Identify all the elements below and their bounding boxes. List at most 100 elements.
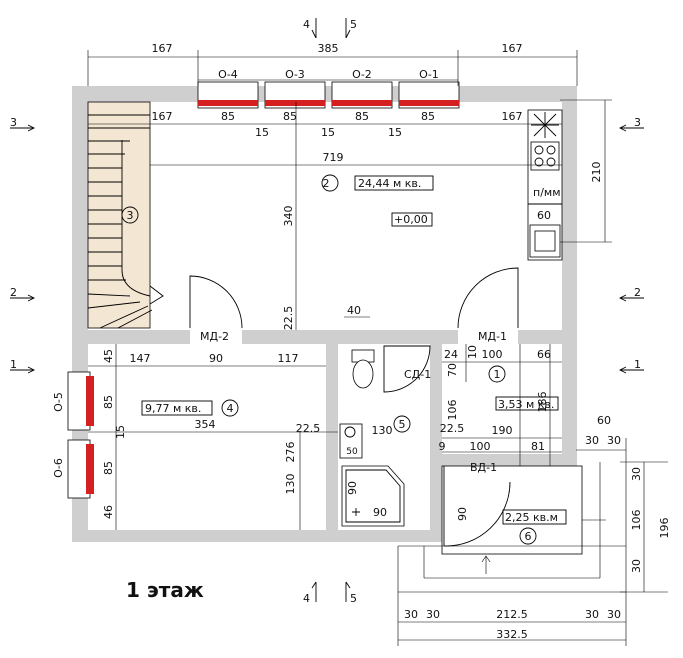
dim: 719	[323, 151, 344, 164]
section-1-right: 1	[634, 358, 641, 371]
section-3-right: 3	[634, 116, 641, 129]
room-1-area: 3,53 м кв.	[498, 398, 554, 411]
room-3-number: 3	[127, 209, 134, 222]
dim: 30	[630, 467, 643, 481]
dim: 81	[531, 440, 545, 453]
dim: 15	[388, 126, 402, 139]
porch	[397, 438, 627, 593]
labels: 1 этаж 2 24,44 м кв. +0,00 3 9,77 м кв. …	[10, 18, 641, 605]
dim: 186	[536, 392, 549, 413]
section-markers	[10, 18, 644, 602]
dim: 90	[456, 507, 469, 521]
room-markers	[121, 174, 567, 545]
window-o6: О-6	[52, 458, 65, 478]
staircase	[87, 101, 164, 329]
dim: 85	[355, 110, 369, 123]
dim: 167	[502, 110, 523, 123]
dim: 385	[318, 42, 339, 55]
dim: 130	[284, 474, 297, 495]
dim: 60	[597, 414, 611, 427]
fixtures	[339, 109, 563, 527]
dim: 90	[209, 352, 223, 365]
dim: 10	[466, 345, 479, 359]
kitchen-counter-label: п/мм	[533, 186, 561, 199]
dim: 30	[585, 608, 599, 621]
dim: 66	[537, 348, 551, 361]
walls	[72, 86, 578, 546]
dim: 100	[470, 440, 491, 453]
dim: 332.5	[496, 628, 528, 641]
dim: 90	[373, 506, 387, 519]
dim: 147	[130, 352, 151, 365]
doors	[189, 267, 519, 547]
dim: 212.5	[496, 608, 528, 621]
dim: 30	[607, 608, 621, 621]
section-2-left: 2	[10, 286, 17, 299]
door-vd1: ВД-1	[470, 461, 497, 474]
dim: 90	[346, 481, 359, 495]
dim: 70	[446, 363, 459, 377]
dim: 30	[630, 559, 643, 573]
dim: 190	[492, 424, 513, 437]
window-o5: О-5	[52, 392, 65, 412]
dim: 15	[321, 126, 335, 139]
dim: 85	[421, 110, 435, 123]
room-2-number: 2	[323, 177, 330, 190]
dimension-texts: 167 385 167 167 85 85 85 85 15 15 15 167…	[102, 42, 671, 641]
room-4-number: 4	[227, 402, 234, 415]
dim: 276	[284, 442, 297, 463]
dimension-lines	[87, 50, 668, 646]
room-6-area: 2,25 кв.м	[505, 511, 558, 524]
dim: 30	[607, 434, 621, 447]
dim: 24	[444, 348, 458, 361]
dim: 30	[585, 434, 599, 447]
windows-left	[67, 371, 94, 499]
dim: 85	[102, 395, 115, 409]
dim: 106	[446, 400, 459, 421]
window-o1: О-1	[419, 68, 439, 81]
windows-top	[197, 81, 460, 109]
dim: 22.5	[296, 422, 321, 435]
door-sd1: СД-1	[404, 368, 431, 381]
dim: 167	[152, 110, 173, 123]
dim: 106	[630, 510, 643, 531]
room-5-number: 5	[399, 418, 406, 431]
dim: 46	[102, 505, 115, 519]
dim: 50	[346, 447, 358, 457]
section-5-bottom: 5	[350, 592, 357, 605]
section-4-top: 4	[303, 18, 310, 31]
window-o4: О-4	[218, 68, 238, 81]
dim: 85	[221, 110, 235, 123]
dim: 85	[102, 461, 115, 475]
room-2-area: 24,44 м кв.	[358, 177, 421, 190]
door-md2: МД-2	[200, 330, 229, 343]
floor-title: 1 этаж	[126, 578, 204, 602]
window-o2: О-2	[352, 68, 372, 81]
dim: 130	[372, 424, 393, 437]
section-2-right: 2	[634, 286, 641, 299]
section-1-left: 1	[10, 358, 17, 371]
dim: 45	[102, 349, 115, 363]
dim: 22.5	[282, 306, 295, 331]
section-5-top: 5	[350, 18, 357, 31]
dim: 40	[347, 304, 361, 317]
dim: 167	[152, 42, 173, 55]
dim: 15	[255, 126, 269, 139]
dim: 340	[282, 206, 295, 227]
dim: 100	[482, 348, 503, 361]
dim: 85	[283, 110, 297, 123]
section-3-left: 3	[10, 116, 17, 129]
window-o3: О-3	[285, 68, 305, 81]
dim: 354	[195, 418, 216, 431]
section-4-bottom: 4	[303, 592, 310, 605]
door-md1: МД-1	[478, 330, 507, 343]
dim: 167	[502, 42, 523, 55]
dim: 117	[278, 352, 299, 365]
dim: 196	[658, 518, 671, 539]
dim: 15	[114, 425, 127, 439]
kitchen-counter-width: 60	[537, 209, 551, 222]
dim: 30	[404, 608, 418, 621]
room-1-number: 1	[494, 368, 501, 381]
dim: 30	[426, 608, 440, 621]
